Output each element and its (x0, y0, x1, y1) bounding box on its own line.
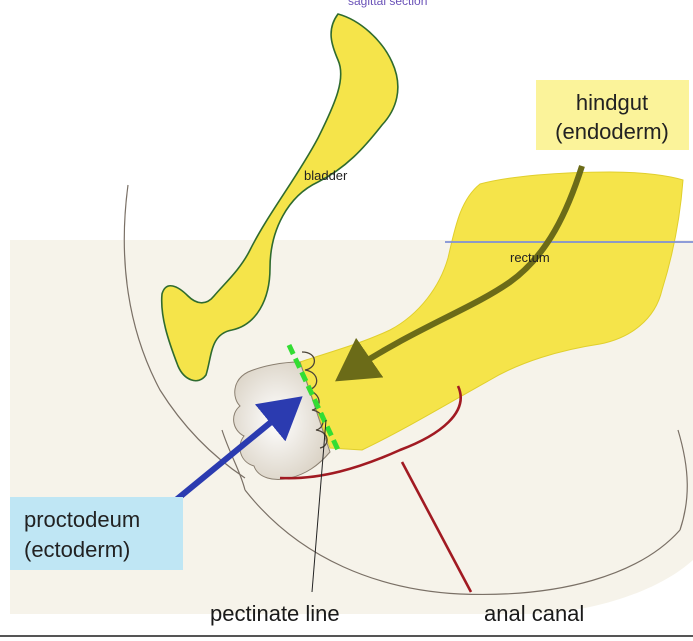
anal-canal-label: anal canal (484, 601, 584, 626)
hindgut-label: hindgut (576, 90, 648, 115)
header-caption: sagittal section (348, 0, 427, 8)
pectinate-line-label: pectinate line (210, 601, 340, 626)
bladder-label: bladder (304, 168, 348, 183)
rectum-label: rectum (510, 250, 550, 265)
hindgut-sublabel: (endoderm) (555, 119, 669, 144)
proctodeum-label: proctodeum (24, 507, 140, 532)
proctodeum-sublabel: (ectoderm) (24, 537, 130, 562)
